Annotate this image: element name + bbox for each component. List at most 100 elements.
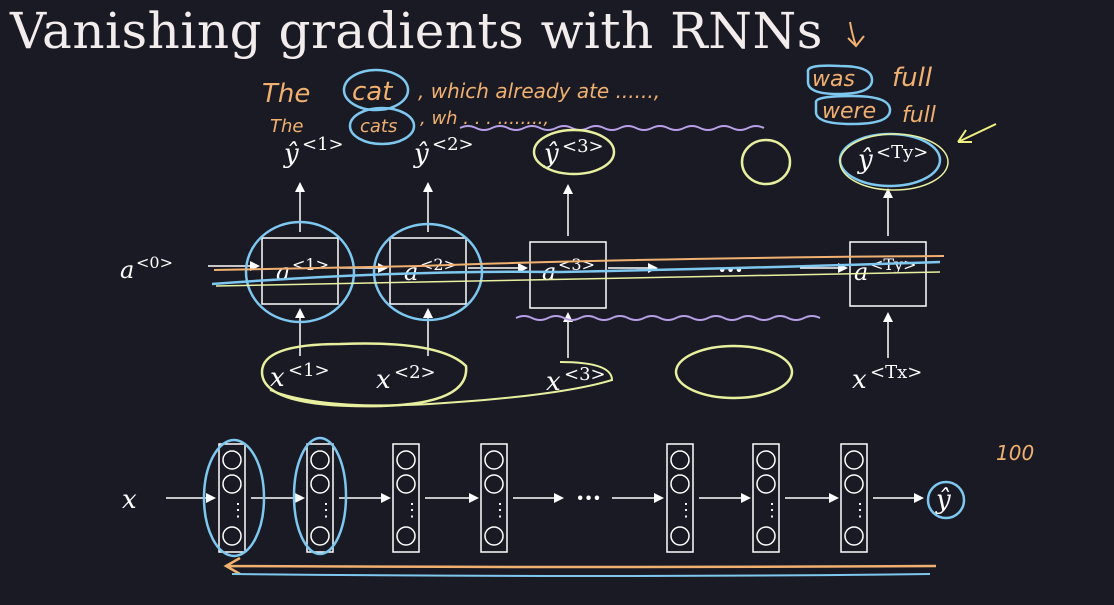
note-100: 100	[996, 441, 1034, 465]
deep-net-layer-6: ⋮	[752, 443, 781, 553]
a0-base: a	[120, 256, 134, 284]
slide-title: Vanishing gradients with RNNs	[10, 2, 823, 60]
input-2-base: x	[376, 365, 391, 395]
circle-y3	[532, 128, 616, 176]
layer-box	[666, 443, 694, 553]
a0-sup: <0>	[136, 253, 173, 272]
input-3-sup: <3>	[564, 364, 606, 385]
neuron	[222, 526, 242, 546]
neuron	[484, 526, 504, 546]
backprop-stroke-blue	[211, 260, 941, 286]
deep-net-diagram: x ⋮ ⋮ ⋮ ⋮ ⋮ ⋮ ⋮ ··· ŷ	[122, 436, 966, 577]
neuron	[756, 450, 776, 470]
circle-layer-1	[202, 438, 266, 558]
neuron	[756, 474, 776, 494]
neuron	[222, 450, 242, 470]
layer-dots: ⋮	[677, 500, 695, 521]
neuron	[396, 450, 416, 470]
deep-net-output-label: ŷ	[935, 485, 951, 515]
neuron	[396, 474, 416, 494]
neuron	[484, 450, 504, 470]
layer-dots: ⋮	[491, 500, 509, 521]
circle-layer-2	[292, 436, 348, 556]
layer-dots: ⋮	[229, 500, 247, 521]
circle-cats	[348, 106, 416, 146]
neuron	[844, 526, 864, 546]
box-were	[814, 94, 892, 126]
neuron	[756, 526, 776, 546]
circle-empty-top	[740, 138, 792, 186]
deep-net-layer-5: ⋮	[666, 443, 695, 553]
sentence2-rest: , wh . . . ........,	[420, 108, 549, 129]
output-1-base: ŷ	[283, 139, 299, 169]
output-3-base: ŷ	[543, 139, 559, 169]
circle-inputs-to-3	[269, 361, 614, 407]
neuron	[222, 474, 242, 494]
sentence2-the: The	[270, 116, 303, 137]
output-3-sup: <3>	[562, 136, 604, 157]
sentence1-rest: , which already ate ......,	[418, 79, 660, 103]
circle-cat	[342, 68, 410, 112]
sentence1-full: full	[892, 63, 933, 93]
input-2-sup: <2>	[394, 362, 436, 383]
output-1-sup: <1>	[302, 134, 344, 155]
neuron	[310, 450, 330, 470]
layer-dots: ⋮	[317, 500, 335, 521]
circle-deep-output	[926, 480, 966, 520]
deep-net-layer-3: ⋮	[392, 443, 421, 553]
cell-1-sup: <1>	[292, 255, 329, 274]
layer-dots: ⋮	[851, 500, 869, 521]
cell-ty-base: a	[854, 258, 868, 286]
backprop-stroke-yellow	[215, 271, 941, 287]
layer-box	[392, 443, 420, 553]
output-ty-base: ŷ	[857, 145, 873, 175]
deep-backprop-arrow-orange	[223, 556, 937, 576]
neuron	[844, 450, 864, 470]
deep-net-input-label: x	[122, 485, 137, 515]
input-tx-sup: <Tx>	[870, 362, 922, 383]
input-1-base: x	[270, 363, 285, 393]
sentence1-cat: cat	[352, 77, 393, 107]
deep-net-layer-2: ⋮	[306, 443, 335, 553]
rnn-diagram: a <0> a <1> a <2> a <3> a <Ty> ···	[120, 128, 949, 408]
input-1-sup: <1>	[288, 360, 330, 381]
sentence2-full: full	[902, 103, 936, 128]
box-was	[806, 64, 874, 96]
sentence2-were: were	[822, 99, 876, 124]
arrow-mark-top	[847, 21, 865, 48]
backprop-stroke-orange	[213, 255, 945, 271]
output-2-base: ŷ	[413, 139, 429, 169]
deep-net-layer-4: ⋮	[480, 443, 509, 553]
deep-net-layer-7: ⋮	[840, 443, 869, 553]
circle-inputs-1-2	[260, 342, 468, 408]
deep-net-layer-1: ⋮	[218, 443, 247, 553]
neuron	[396, 526, 416, 546]
neuron	[670, 526, 690, 546]
layer-box	[306, 443, 334, 553]
rnn-cell-3	[529, 241, 607, 309]
sentence2-cats: cats	[360, 116, 397, 137]
sentence1-the: The	[262, 79, 310, 109]
handwritten-sentences: The cat , which already ate ......, was …	[262, 21, 1034, 465]
squiggle-middle	[515, 315, 821, 321]
circle-empty-bottom	[674, 344, 794, 400]
neuron	[844, 474, 864, 494]
squiggle-top	[459, 125, 765, 131]
output-ty-sup: <Ty>	[876, 142, 928, 163]
deep-net-ellipsis: ···	[576, 483, 601, 512]
layer-box	[752, 443, 780, 553]
layer-box	[480, 443, 508, 553]
arrow-mark-right	[957, 123, 997, 143]
cell-3-sup: <3>	[558, 255, 595, 274]
input-tx-base: x	[852, 365, 867, 395]
neuron	[310, 474, 330, 494]
layer-box	[840, 443, 868, 553]
circle-yty-yellow	[839, 133, 949, 191]
input-3-base: x	[546, 367, 561, 397]
layer-box	[218, 443, 246, 553]
rnn-cell-1	[261, 237, 339, 305]
neuron	[670, 450, 690, 470]
output-2-sup: <2>	[432, 134, 474, 155]
